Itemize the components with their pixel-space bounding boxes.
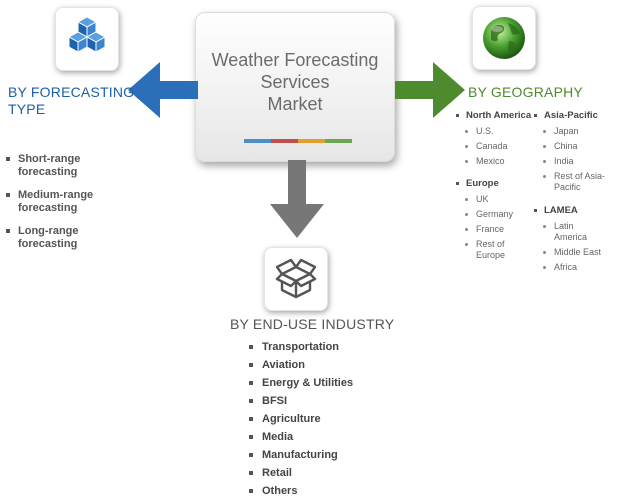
geo-group-label-text: LAMEA: [544, 205, 578, 216]
list-item: Manufacturing: [249, 449, 409, 462]
bullet-icon: [456, 114, 459, 117]
list-item: France: [454, 224, 544, 235]
geo-group-lamea: LAMEA Latin America Middle East Africa: [532, 205, 624, 273]
bullet-icon: [249, 399, 253, 403]
bullet-icon: [249, 345, 253, 349]
list-item-text: Retail: [262, 467, 292, 479]
list-item-text: Transportation: [262, 341, 340, 353]
industry-heading: BY END-USE INDUSTRY: [230, 316, 395, 332]
left-arrow: [128, 62, 198, 118]
list-item: Agriculture: [249, 413, 409, 426]
market-title-box: Weather Forecasting Services Market: [195, 12, 395, 162]
list-item: Short-range forecasting: [0, 153, 120, 179]
list-item: China: [532, 141, 624, 152]
bullet-icon: [534, 209, 537, 212]
forecasting-type-heading-line-1: BY FORECASTING: [8, 84, 135, 100]
geo-group-list: Japan China India Rest of Asia-Pacific: [532, 126, 624, 193]
list-item-text: BFSI: [262, 395, 288, 407]
geo-group-label: Europe: [454, 178, 544, 190]
forecasting-type-heading-line-2: TYPE: [8, 101, 46, 117]
geo-group-list: Latin America Middle East Africa: [532, 221, 624, 273]
list-item-line: forecasting: [18, 202, 78, 214]
bullet-icon: [456, 182, 459, 185]
industry-list: Transportation Aviation Energy & Utiliti…: [249, 341, 409, 503]
down-arrow: [270, 160, 324, 238]
list-item: BFSI: [249, 395, 409, 408]
market-title: Weather Forecasting Services Market: [196, 49, 394, 115]
forecasting-type-heading: BY FORECASTING TYPE: [8, 84, 134, 118]
bullet-icon: [6, 229, 10, 233]
list-item: Mexico: [454, 156, 544, 167]
bullet-icon: [249, 417, 253, 421]
geo-group-asia-pacific: Asia-Pacific Japan China India Rest of A…: [532, 110, 624, 193]
geo-group-label-text: Europe: [466, 178, 499, 189]
list-item-text: Media: [262, 431, 294, 443]
bullet-icon: [534, 114, 537, 117]
list-item-line: forecasting: [18, 166, 78, 178]
geo-group-north-america: North America U.S. Canada Mexico: [454, 110, 544, 167]
list-item-text: Aviation: [262, 359, 305, 371]
bullet-icon: [249, 471, 253, 475]
bullet-icon: [249, 453, 253, 457]
list-item-line: Short-range: [18, 153, 81, 165]
bullet-icon: [249, 363, 253, 367]
list-item: Aviation: [249, 359, 409, 372]
color-bar-segment-green: [325, 139, 352, 143]
color-bar-segment-red: [271, 139, 298, 143]
list-item: Canada: [454, 141, 544, 152]
list-item: Africa: [532, 262, 624, 273]
geo-group-list: U.S. Canada Mexico: [454, 126, 544, 167]
list-item-text: Others: [262, 485, 298, 497]
geo-group-label-text: Asia-Pacific: [544, 110, 598, 121]
geo-group-list: UK Germany France Rest of Europe: [454, 194, 544, 261]
geo-group-label: North America: [454, 110, 544, 122]
list-item: Japan: [532, 126, 624, 137]
list-item: Germany: [454, 209, 544, 220]
list-item-line: Medium-range: [18, 189, 94, 201]
list-item: Rest of Asia-Pacific: [532, 171, 614, 193]
list-item-text: Agriculture: [262, 413, 321, 425]
list-item: UK: [454, 194, 544, 205]
list-item: Long-range forecasting: [0, 225, 120, 251]
list-item: Others: [249, 485, 409, 498]
cubes-icon: [67, 16, 107, 53]
bullet-icon: [249, 435, 253, 439]
list-item: India: [532, 156, 624, 167]
industry-tile: [264, 247, 328, 311]
list-item: U.S.: [454, 126, 544, 137]
list-item: Rest of Europe: [454, 239, 516, 261]
geography-tile: [472, 6, 536, 70]
color-bar-segment-orange: [298, 139, 325, 143]
list-item: Medium-range forecasting: [0, 189, 120, 215]
color-bar-segment-blue: [244, 139, 271, 143]
bullet-icon: [6, 193, 10, 197]
forecasting-type-list: Short-range forecasting Medium-range for…: [0, 153, 120, 261]
list-item-text: Manufacturing: [262, 449, 338, 461]
geo-group-label: Asia-Pacific: [532, 110, 624, 122]
market-title-line-3: Market: [267, 94, 323, 114]
color-bar: [244, 139, 352, 143]
list-item: Latin America: [532, 221, 599, 243]
bullet-icon: [249, 381, 253, 385]
geography-heading: BY GEOGRAPHY: [468, 84, 583, 100]
box-icon: [275, 258, 317, 299]
bullet-icon: [249, 489, 253, 493]
list-item-line: forecasting: [18, 238, 78, 250]
geo-group-europe: Europe UK Germany France Rest of Europe: [454, 178, 544, 261]
list-item: Media: [249, 431, 409, 444]
list-item: Energy & Utilities: [249, 377, 409, 390]
geo-group-label-text: North America: [466, 110, 532, 121]
list-item: Middle East: [532, 247, 624, 258]
geo-group-label: LAMEA: [532, 205, 624, 217]
market-title-line-2: Services: [260, 72, 330, 92]
market-title-line-1: Weather Forecasting: [211, 50, 379, 70]
list-item: Transportation: [249, 341, 409, 354]
globe-icon: [483, 17, 525, 59]
list-item-line: Long-range: [18, 225, 79, 237]
list-item-text: Energy & Utilities: [262, 377, 354, 389]
right-arrow: [395, 62, 465, 118]
forecasting-type-tile: [55, 7, 119, 71]
bullet-icon: [6, 157, 10, 161]
list-item: Retail: [249, 467, 409, 480]
